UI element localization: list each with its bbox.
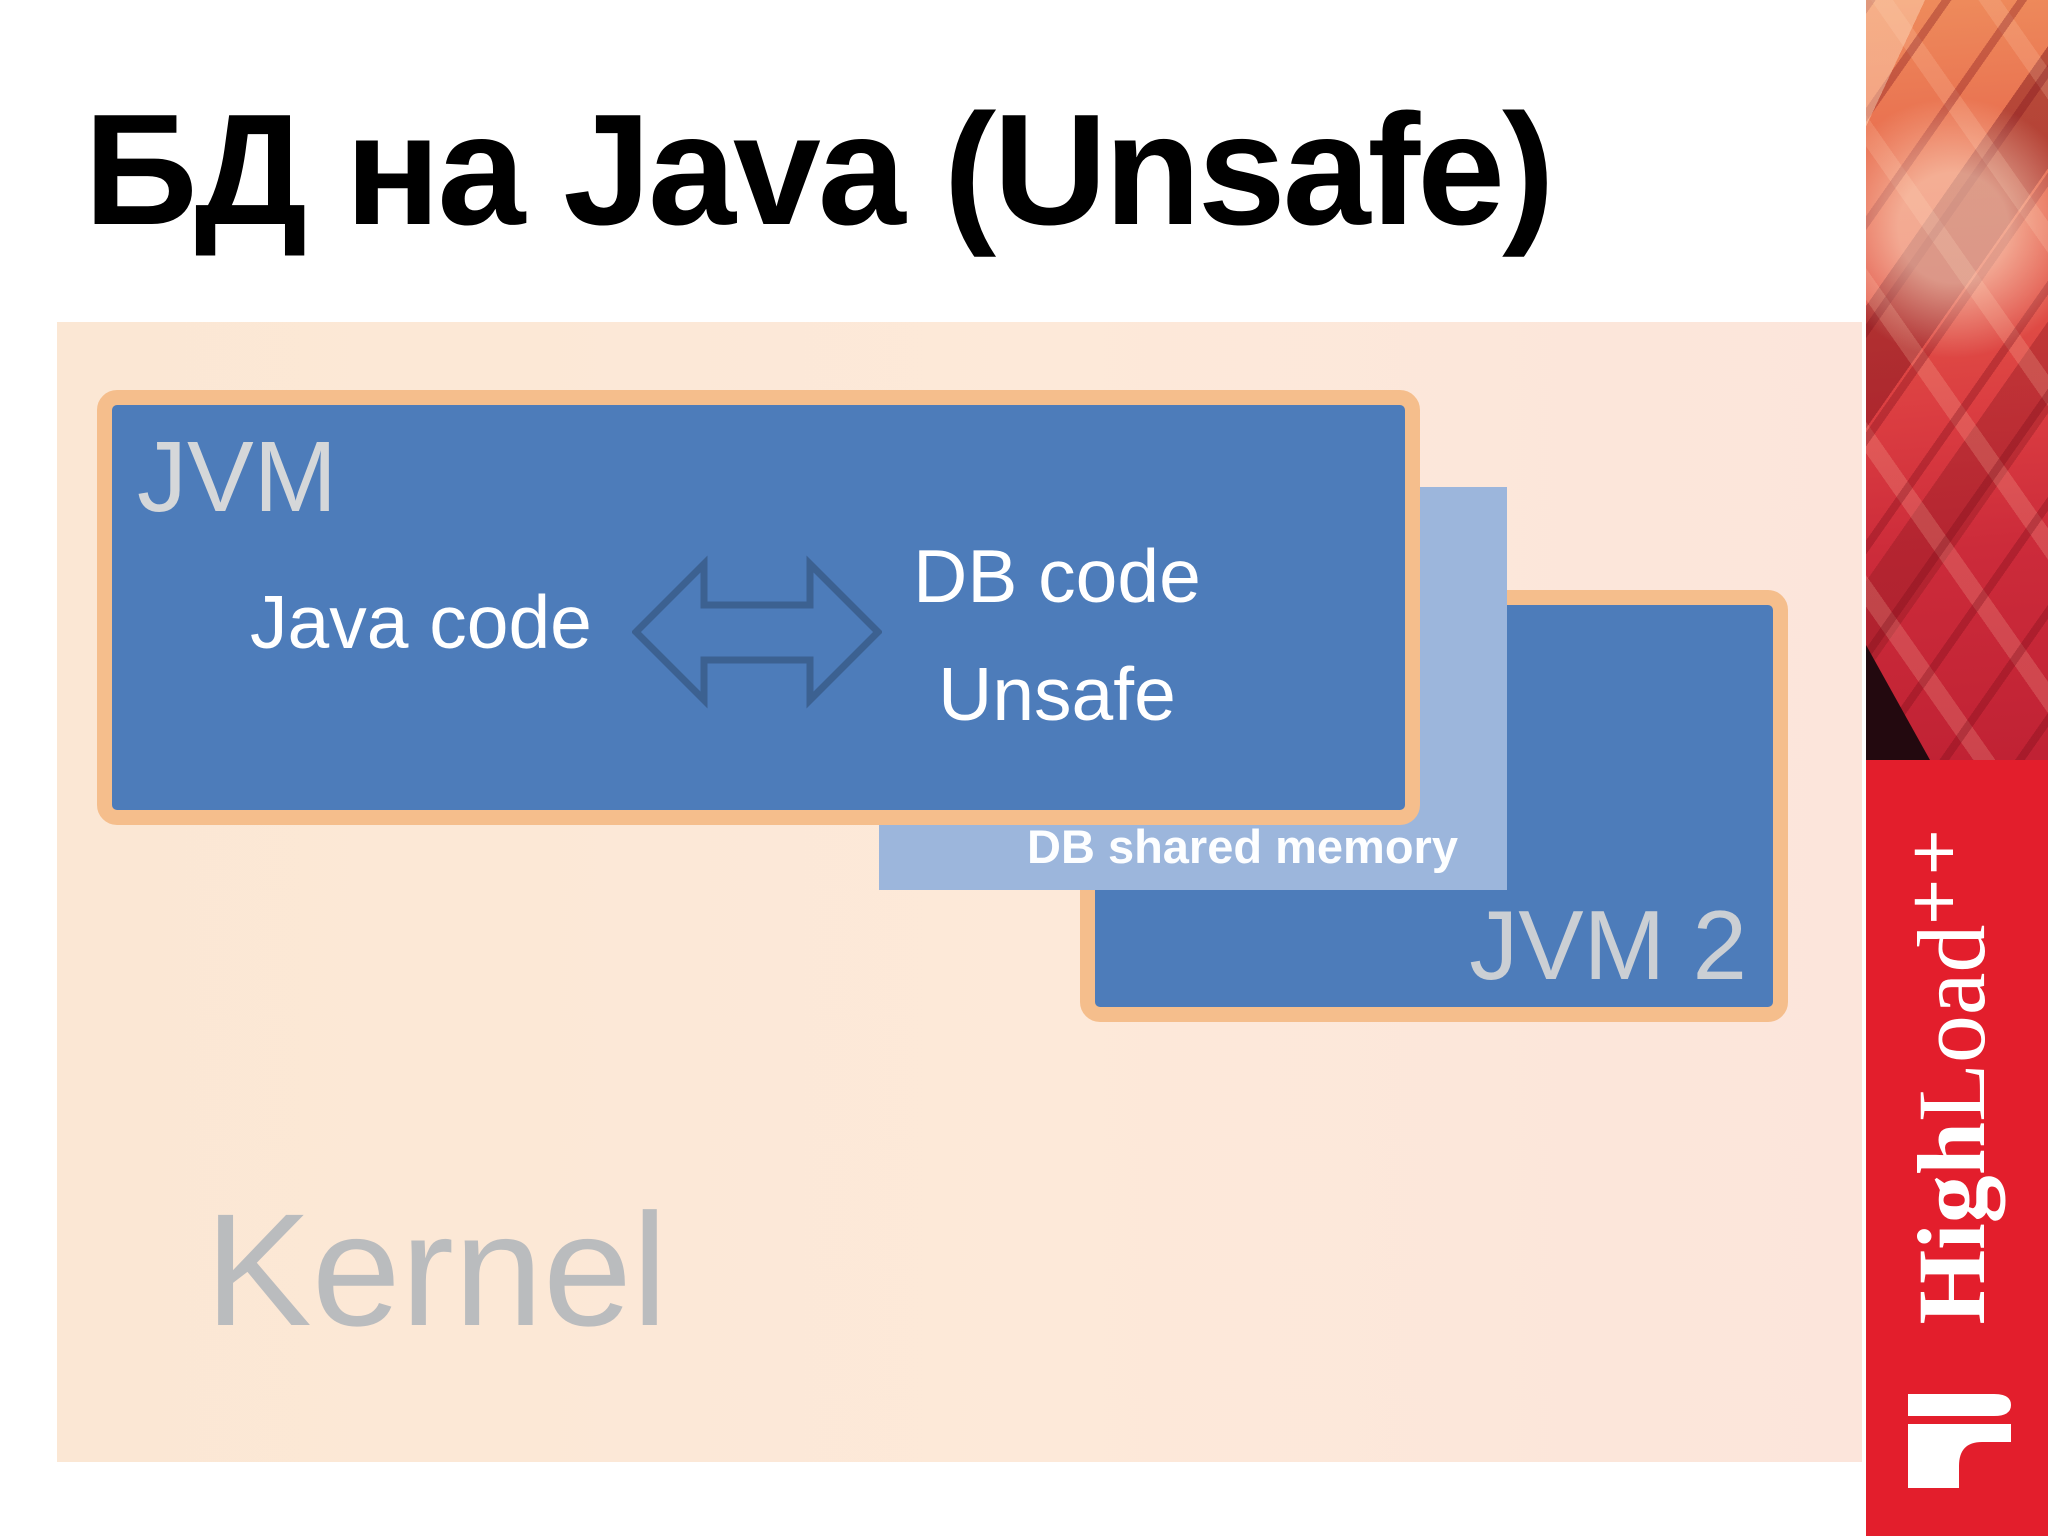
page-title: БД на Java (Unsafe) xyxy=(84,82,1555,258)
jvm-box: JVM Java code DB code Unsafe xyxy=(97,390,1420,825)
highload-logo-text: HighLoad++ xyxy=(1889,785,2005,1365)
logo-load: Load xyxy=(1898,924,2005,1122)
db-shared-memory-label: DB shared memory xyxy=(1027,820,1458,873)
logo-high: High xyxy=(1898,1121,2005,1325)
jvm2-label: JVM 2 xyxy=(1469,890,1747,1000)
db-code-line2: Unsafe xyxy=(938,652,1176,736)
highload-logo-icon xyxy=(1908,1394,2011,1488)
kernel-label: Kernel xyxy=(205,1180,668,1359)
java-code-label: Java code xyxy=(250,580,592,664)
jvm-label: JVM xyxy=(137,421,337,533)
logo-plus-plus: ++ xyxy=(1889,825,1977,925)
db-code-label: DB code Unsafe xyxy=(882,517,1232,753)
db-code-line1: DB code xyxy=(913,534,1201,618)
bidirectional-arrow-icon xyxy=(632,555,882,709)
sidebar-photo xyxy=(1866,0,2048,760)
